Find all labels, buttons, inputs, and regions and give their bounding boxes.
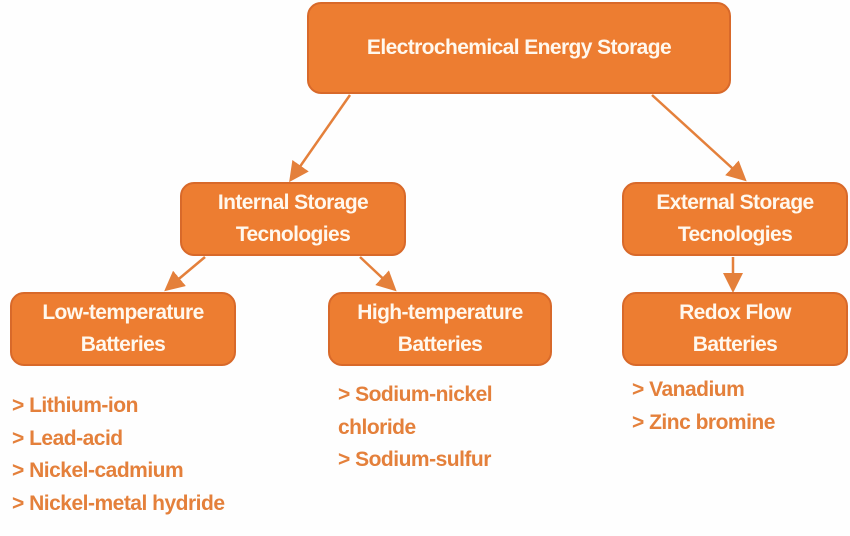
- low-line1: Low-temperature: [42, 301, 204, 324]
- list-item: > Lithium-ion: [12, 394, 138, 417]
- high-temperature-list: > Sodium-nickel chloride > Sodium-sulfur: [338, 379, 493, 477]
- list-item: chloride: [338, 415, 416, 439]
- arrow-internal-high: [359, 256, 397, 292]
- redox-flow-list: > Vanadium > Zinc bromine: [632, 374, 775, 439]
- low-line2: Batteries: [80, 333, 166, 356]
- external-line1: External Storage: [656, 191, 814, 214]
- list-item: > Lead-acid: [12, 426, 123, 450]
- external-line2: Tecnologies: [677, 223, 793, 246]
- high-line1: High-temperature: [357, 301, 523, 324]
- internal-line2: Tecnologies: [235, 223, 351, 246]
- list-item: > Vanadium: [632, 378, 745, 401]
- redox-line2: Batteries: [692, 333, 778, 356]
- root-node: Electrochemical Energy Storage: [307, 2, 731, 94]
- arrow-internal-low: [164, 256, 206, 292]
- list-item: > Sodium-nickel: [338, 383, 493, 406]
- high-line2: Batteries: [397, 333, 483, 356]
- list-item: > Nickel-cadmium: [12, 459, 184, 482]
- internal-line1: Internal Storage: [217, 191, 369, 214]
- redox-line1: Redox Flow: [679, 301, 791, 324]
- low-temperature-list: > Lithium-ion > Lead-acid > Nickel-cadmi…: [12, 390, 225, 520]
- list-item: > Zinc bromine: [632, 410, 775, 434]
- root-label: Electrochemical Energy Storage: [366, 36, 672, 59]
- arrow-root-external: [651, 94, 747, 182]
- list-item: > Nickel-metal hydride: [12, 491, 225, 515]
- arrow-root-internal: [289, 94, 352, 183]
- list-item: > Sodium-sulfur: [338, 448, 491, 471]
